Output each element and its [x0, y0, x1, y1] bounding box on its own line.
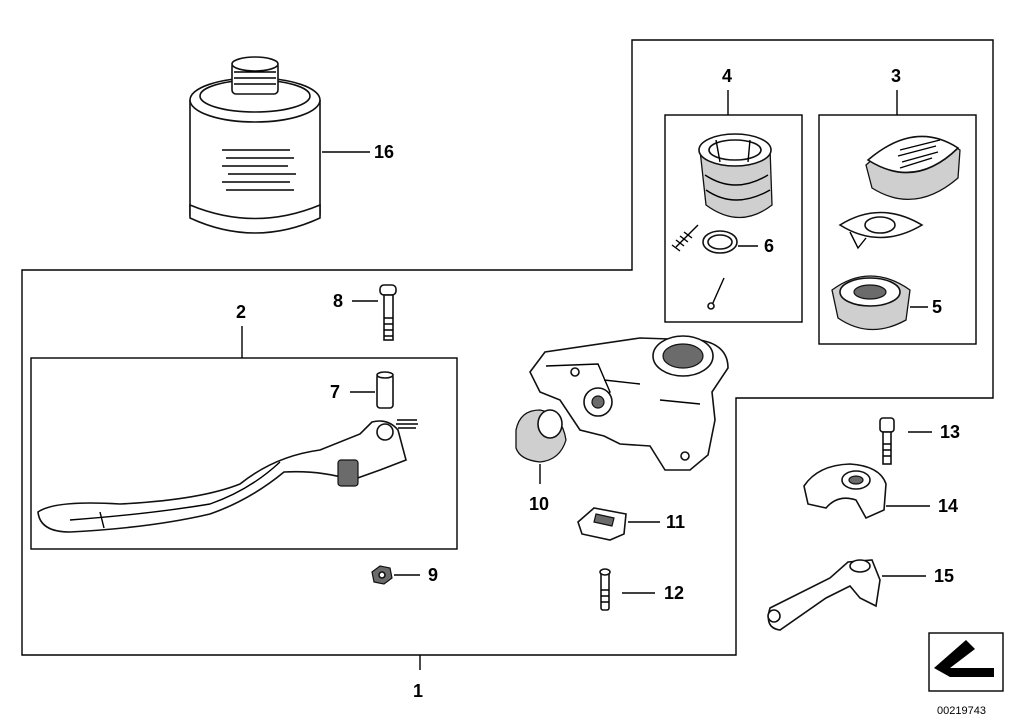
bolt-8	[352, 284, 397, 341]
main-assembly-frame	[21, 39, 994, 656]
o-ring-6	[702, 230, 758, 254]
bracket-15	[767, 559, 926, 631]
label-3: 3	[891, 66, 901, 86]
switch-11	[577, 507, 660, 541]
label-13: 13	[940, 422, 960, 442]
nut-9	[371, 565, 420, 585]
label-14: 14	[938, 496, 958, 516]
brake-fluid-can	[189, 56, 370, 234]
box-4	[664, 114, 803, 323]
label-16: 16	[374, 142, 394, 162]
screw-12	[599, 568, 655, 611]
reservoir-cap-assembly	[831, 135, 961, 331]
reference-number: 00219743	[937, 705, 986, 717]
master-cylinder-housing	[529, 335, 729, 471]
box-2	[30, 357, 458, 550]
label-7: 7	[330, 382, 340, 402]
label-15: 15	[934, 566, 954, 586]
cover-screws	[671, 224, 725, 310]
sleeve-7	[350, 371, 394, 409]
clutch-lever	[37, 419, 418, 533]
label-2: 2	[236, 302, 246, 322]
reference-icon	[928, 632, 1004, 692]
label-8: 8	[333, 291, 343, 311]
clamp-14	[803, 463, 930, 520]
label-12: 12	[664, 583, 684, 603]
label-4: 4	[722, 66, 732, 86]
rubber-boot-10	[515, 409, 567, 484]
label-6: 6	[764, 236, 774, 256]
label-10: 10	[529, 494, 549, 514]
label-5: 5	[932, 297, 942, 317]
reservoir-cover-assembly	[698, 133, 773, 218]
screw-13	[879, 417, 932, 465]
label-9: 9	[428, 565, 438, 585]
label-1: 1	[413, 681, 423, 701]
label-11: 11	[666, 512, 685, 532]
